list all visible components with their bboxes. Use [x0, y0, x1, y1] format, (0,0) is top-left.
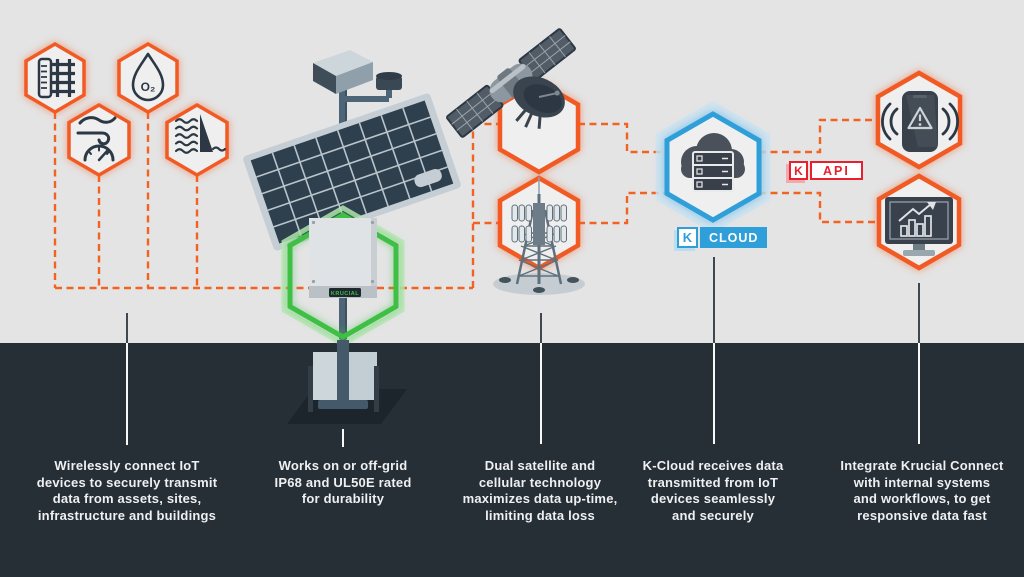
kcloud-badge-k: K — [677, 227, 698, 248]
solar-station-illustration: KRUCIAL — [243, 50, 461, 424]
kapi-badge-label: API — [810, 161, 863, 180]
kcloud-hexagon — [655, 100, 771, 234]
cell-tower-icon — [493, 177, 585, 295]
dissolved-oxygen-icon: O₂ — [131, 52, 165, 102]
water-level-icon — [174, 114, 227, 154]
cloud-server-icon — [681, 133, 745, 192]
gateway-box: KRUCIAL — [309, 218, 377, 298]
column-divider-lines — [126, 257, 920, 447]
ruler-rail-icon — [37, 57, 75, 99]
output-hexagons — [875, 70, 963, 271]
gateway-brand-label: KRUCIAL — [331, 291, 359, 297]
analytics-monitor-icon — [885, 197, 953, 256]
caption-kcloud: K-Cloud receives data transmitted from I… — [642, 458, 784, 523]
kcloud-badge: K CLOUD — [677, 227, 768, 248]
caption-connectivity: Dual satellite and cellular technology m… — [462, 458, 618, 523]
ground-band — [0, 343, 1024, 577]
wind-gauge-icon — [76, 116, 117, 162]
kapi-badge-k: K — [789, 161, 808, 180]
link-hexagons — [446, 28, 585, 295]
caption-sensors: Wirelessly connect IoT devices to secure… — [36, 458, 218, 523]
satellite-icon — [446, 28, 576, 138]
o2-label: O₂ — [141, 80, 156, 94]
caption-station: Works on or off-grid IP68 and UL50E rate… — [274, 458, 412, 506]
sensor-hexagons: O₂ — [24, 41, 229, 178]
caption-integration: Integrate Krucial Connect with internal … — [840, 458, 1004, 523]
alert-phone-icon — [881, 91, 959, 152]
kapi-badge: K API — [789, 161, 863, 180]
kcloud-badge-label: CLOUD — [700, 227, 768, 248]
